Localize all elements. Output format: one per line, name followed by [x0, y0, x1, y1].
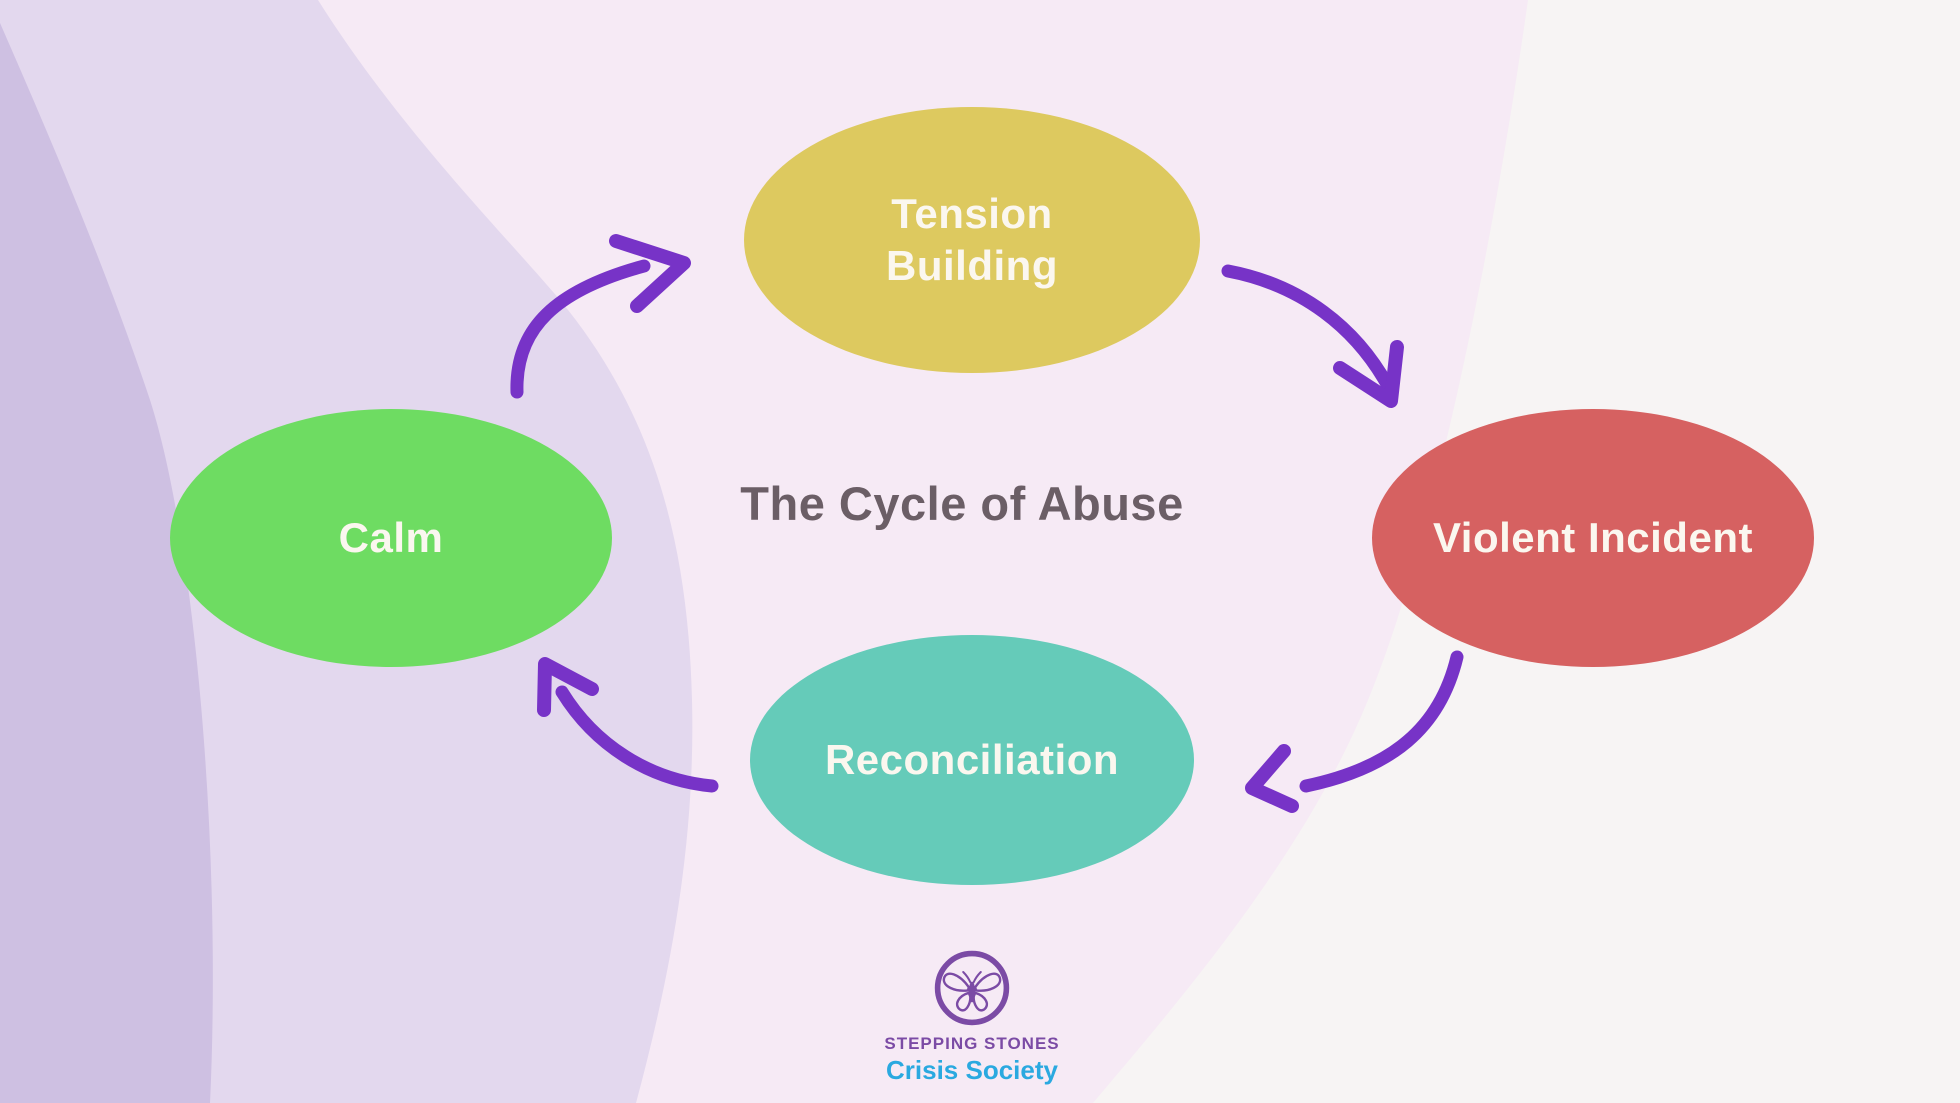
arrow-tension-to-violent — [1221, 264, 1404, 408]
stage-tension-building: Tension Building — [744, 107, 1200, 373]
stage-reconciliation-label: Reconciliation — [824, 735, 1120, 783]
logo-org-name: STEPPING STONES — [884, 1034, 1060, 1053]
bg-left-dark-band — [0, 23, 213, 1103]
stage-violent-incident-label: Violent Incident — [1433, 513, 1753, 561]
stepping-stones-logo: STEPPING STONES Crisis Society — [822, 948, 1122, 1086]
arrow-calm-to-tension — [510, 234, 691, 399]
logo-org-subname: Crisis Society — [886, 1055, 1058, 1085]
arrow-reconciliation-to-calm — [537, 657, 719, 793]
page-title: The Cycle of Abuse — [740, 477, 1184, 530]
butterfly-icon — [934, 950, 1010, 1026]
stage-violent-incident: Violent Incident — [1372, 409, 1814, 667]
stage-calm-label: Calm — [338, 513, 444, 561]
stage-reconciliation: Reconciliation — [750, 635, 1194, 885]
stage-tension-building-label: Tension Building — [886, 189, 1058, 290]
stage-calm: Calm — [170, 409, 612, 667]
arrow-violent-to-reconciliation — [1245, 650, 1464, 813]
